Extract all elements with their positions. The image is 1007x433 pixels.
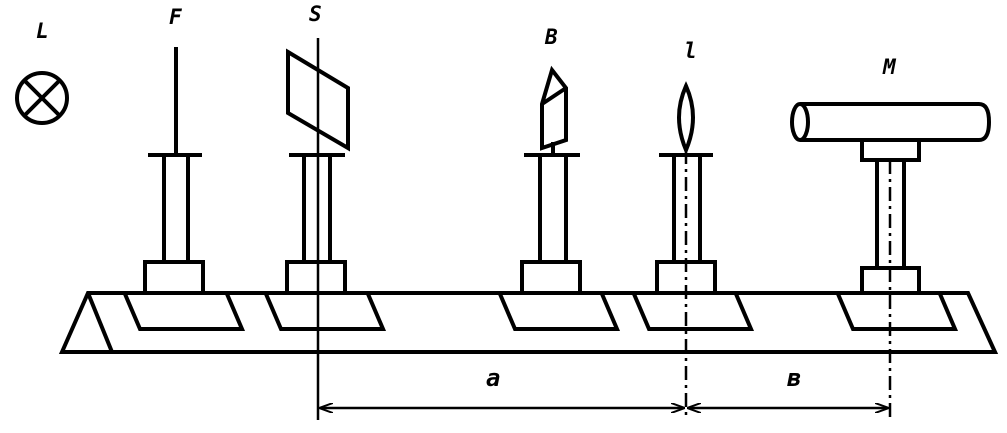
- label-lamp: L: [36, 19, 49, 43]
- rider-slit: [264, 293, 387, 331]
- slit-holder: [285, 38, 350, 420]
- microscope-holder: [790, 102, 992, 420]
- lens-holder: [655, 81, 717, 420]
- filter-holder: [143, 47, 205, 295]
- label-filter: F: [169, 5, 182, 29]
- label-slit: S: [309, 2, 322, 26]
- dimension-b-label: в: [787, 364, 801, 392]
- biprism-holder: [520, 65, 582, 295]
- rider-filter: [123, 293, 246, 331]
- label-lens: l: [684, 39, 697, 63]
- lamp-icon: [15, 71, 69, 125]
- optical-bench: [58, 291, 999, 354]
- label-microscope: M: [882, 55, 897, 79]
- dimension-arrow-a: a: [320, 364, 684, 408]
- rider-microscope: [836, 293, 959, 331]
- label-prism: B: [544, 25, 558, 49]
- dimension-arrow-b: в: [688, 364, 888, 408]
- rider-prism: [498, 293, 621, 331]
- dimension-a-label: a: [486, 364, 500, 392]
- rider-lens: [632, 293, 755, 331]
